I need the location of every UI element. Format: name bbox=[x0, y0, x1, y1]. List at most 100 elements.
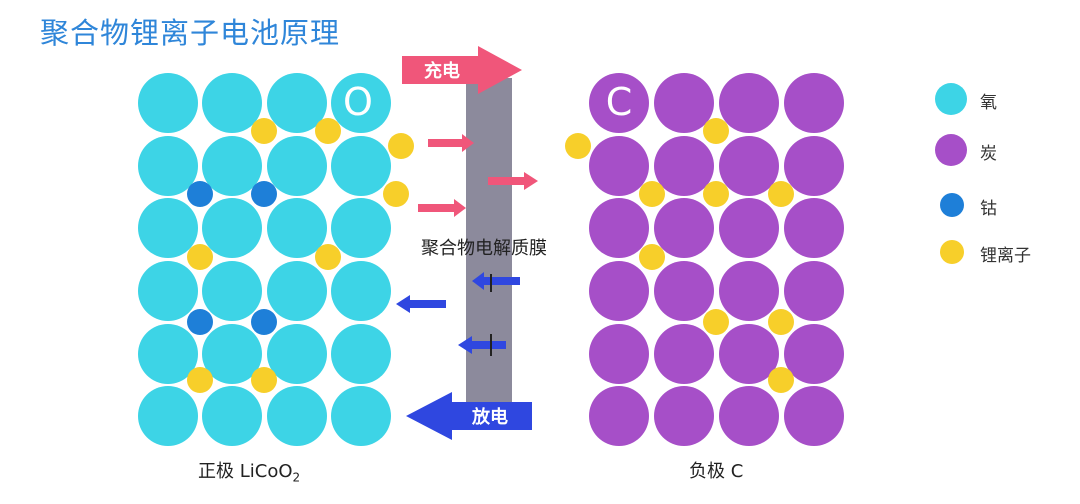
oxygen-atom bbox=[138, 136, 198, 196]
cobalt-atom bbox=[251, 181, 277, 207]
cathode-label-subscript: 2 bbox=[292, 470, 301, 485]
oxygen-atom bbox=[138, 73, 198, 133]
carbon-atom bbox=[784, 261, 844, 321]
carbon-atom bbox=[719, 261, 779, 321]
lithium-ion bbox=[383, 181, 409, 207]
page-title: 聚合物锂离子电池原理 bbox=[40, 16, 341, 50]
oxygen-atom bbox=[267, 136, 327, 196]
charge-ion-arrows bbox=[418, 134, 538, 217]
carbon-atom bbox=[654, 324, 714, 384]
oxygen-atom bbox=[331, 261, 391, 321]
discharge-arrow bbox=[406, 392, 532, 440]
carbon-atom bbox=[589, 261, 649, 321]
lithium-legend-swatch bbox=[940, 240, 964, 264]
cobalt-atom bbox=[187, 309, 213, 335]
electrolyte-membrane bbox=[466, 78, 512, 424]
cathode-marker: O bbox=[343, 80, 373, 124]
lithium-ion bbox=[703, 118, 729, 144]
oxygen-atom bbox=[331, 73, 391, 133]
lithium-ion bbox=[315, 118, 341, 144]
legend-label-cobalt: 钴 bbox=[980, 199, 997, 219]
legend-label-carbon: 炭 bbox=[980, 144, 997, 164]
lithium-ion bbox=[703, 309, 729, 335]
anode-marker: C bbox=[606, 80, 633, 124]
charge-ion-arrow bbox=[488, 172, 538, 190]
oxygen-atom bbox=[267, 261, 327, 321]
lithium-ion bbox=[565, 133, 591, 159]
oxygen-legend-swatch bbox=[935, 83, 967, 115]
carbon-atom bbox=[784, 73, 844, 133]
lithium-ion bbox=[768, 367, 794, 393]
carbon-atom bbox=[719, 136, 779, 196]
oxygen-atom bbox=[138, 386, 198, 446]
lithium-ion bbox=[639, 244, 665, 270]
oxygen-atom bbox=[138, 198, 198, 258]
lithium-ion bbox=[703, 181, 729, 207]
lithium-ion bbox=[768, 309, 794, 335]
carbon-legend-swatch bbox=[935, 134, 967, 166]
cathode-label: 正极 LiCoO2 bbox=[198, 457, 300, 485]
carbon-atom bbox=[654, 136, 714, 196]
lithium-ion bbox=[251, 118, 277, 144]
oxygen-atom bbox=[331, 136, 391, 196]
oxygen-atom bbox=[138, 324, 198, 384]
discharge-ion-arrow bbox=[458, 336, 506, 354]
cobalt-atom bbox=[187, 181, 213, 207]
carbon-atom bbox=[589, 386, 649, 446]
carbon-atom bbox=[589, 324, 649, 384]
charge-ion-arrow bbox=[418, 199, 466, 217]
discharge-label: 放电 bbox=[471, 406, 508, 428]
lithium-ion bbox=[251, 367, 277, 393]
cobalt-legend-swatch bbox=[940, 193, 964, 217]
lithium-ion bbox=[388, 133, 414, 159]
anode-label: 负极 C bbox=[689, 461, 744, 482]
carbon-atom bbox=[654, 386, 714, 446]
oxygen-atom bbox=[202, 261, 262, 321]
charge-ion-arrow bbox=[428, 134, 474, 152]
oxygen-atom bbox=[202, 386, 262, 446]
lithium-ion bbox=[187, 367, 213, 393]
legend-label-lithium: 锂离子 bbox=[980, 246, 1031, 266]
oxygen-atom bbox=[331, 198, 391, 258]
oxygen-atom bbox=[202, 324, 262, 384]
carbon-atom bbox=[784, 324, 844, 384]
carbon-atom bbox=[654, 73, 714, 133]
oxygen-atom bbox=[331, 386, 391, 446]
oxygen-atom bbox=[331, 324, 391, 384]
charge-label: 充电 bbox=[424, 60, 460, 82]
oxygen-atom bbox=[138, 261, 198, 321]
cathode-label-text: 正极 LiCoO bbox=[198, 461, 293, 482]
oxygen-atom bbox=[267, 386, 327, 446]
legend-label-oxygen: 氧 bbox=[980, 93, 997, 113]
membrane-label: 聚合物电解质膜 bbox=[421, 238, 547, 259]
discharge-ion-arrows bbox=[396, 272, 520, 354]
oxygen-atom bbox=[267, 324, 327, 384]
discharge-ion-arrow bbox=[396, 295, 446, 313]
carbon-atom bbox=[589, 73, 649, 133]
oxygen-atom bbox=[267, 73, 327, 133]
charge-arrow bbox=[402, 46, 522, 94]
carbon-atom bbox=[784, 136, 844, 196]
oxygen-atom bbox=[202, 73, 262, 133]
discharge-ion-arrow bbox=[472, 272, 520, 290]
carbon-atom bbox=[719, 386, 779, 446]
carbon-atom bbox=[719, 73, 779, 133]
oxygen-atom bbox=[267, 198, 327, 258]
carbon-atom bbox=[589, 198, 649, 258]
carbon-atom bbox=[654, 261, 714, 321]
lithium-ion bbox=[639, 181, 665, 207]
carbon-atom bbox=[719, 198, 779, 258]
carbon-atom bbox=[654, 198, 714, 258]
carbon-atom bbox=[784, 198, 844, 258]
lithium-ion bbox=[315, 244, 341, 270]
oxygen-atom bbox=[202, 136, 262, 196]
carbon-atom bbox=[719, 324, 779, 384]
cobalt-atom bbox=[251, 309, 277, 335]
lithium-ion bbox=[187, 244, 213, 270]
carbon-atom bbox=[589, 136, 649, 196]
carbon-atom bbox=[784, 386, 844, 446]
oxygen-atom bbox=[202, 198, 262, 258]
lithium-ion bbox=[768, 181, 794, 207]
